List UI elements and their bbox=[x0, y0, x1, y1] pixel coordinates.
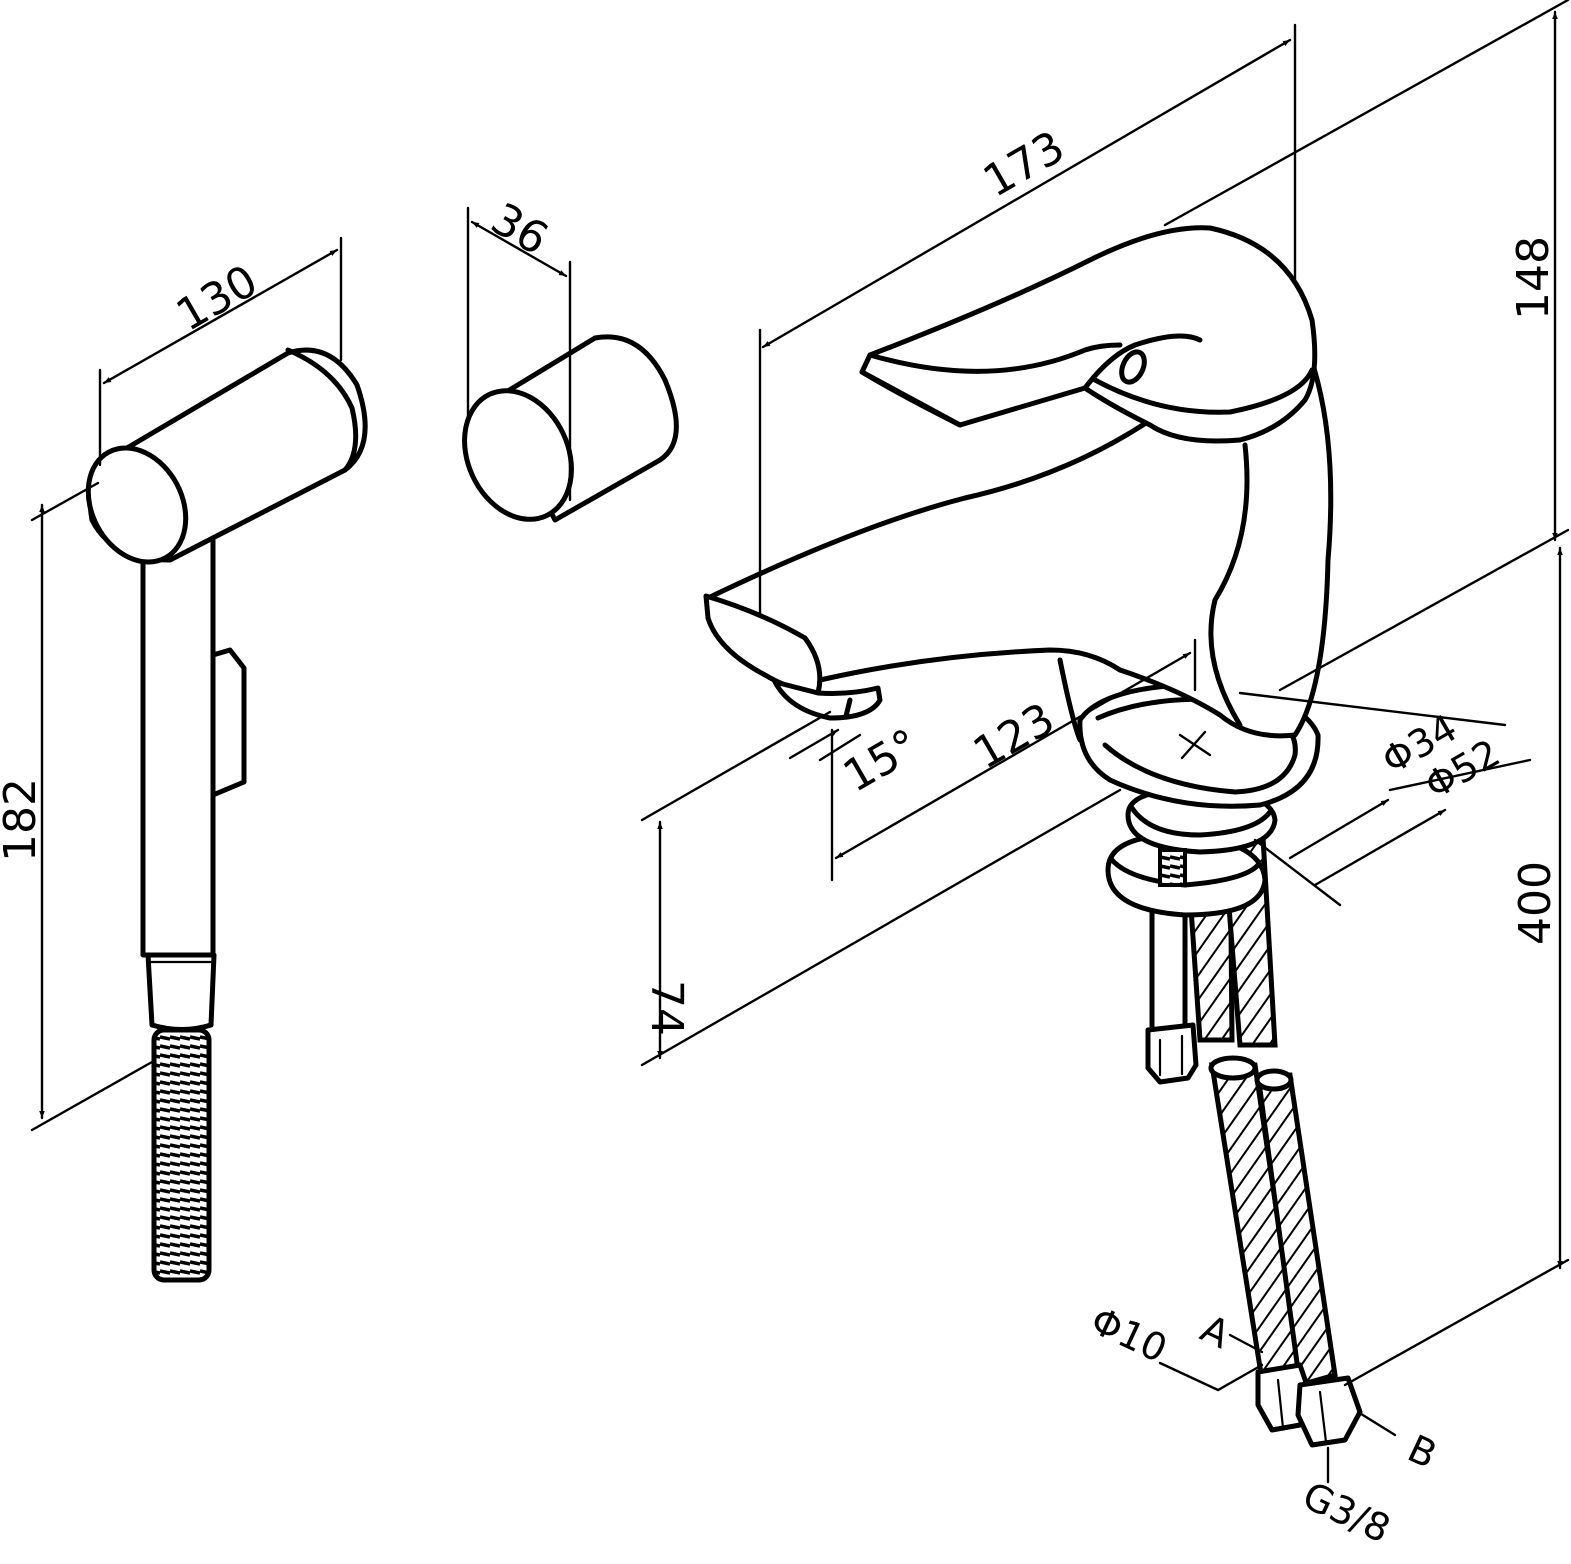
dim-400: 400 bbox=[1510, 861, 1561, 945]
dim-g38: G3/8 bbox=[1296, 1473, 1397, 1551]
mounting-hardware bbox=[1105, 787, 1278, 918]
dim-148: 148 bbox=[1508, 236, 1559, 320]
dimension-labels: 130 182 36 173 148 123 15° 74 Φ34 Φ52 40… bbox=[0, 121, 1561, 1551]
dim-36: 36 bbox=[483, 193, 557, 265]
dim-123: 123 bbox=[965, 693, 1063, 779]
wall-holder-face bbox=[462, 388, 574, 522]
dimension-lines bbox=[30, 0, 1570, 1484]
fitting-b bbox=[1295, 1375, 1363, 1448]
dim-74: 74 bbox=[641, 980, 692, 1036]
wall-holder bbox=[462, 334, 679, 523]
mounting-stud bbox=[1149, 897, 1188, 1033]
stud-nut bbox=[1145, 1022, 1199, 1085]
dim-182: 182 bbox=[0, 778, 46, 862]
label-a: A bbox=[1194, 1306, 1236, 1357]
hand-shower-thread bbox=[151, 1027, 212, 1283]
hand-shower-handle bbox=[140, 532, 216, 958]
hand-shower-button bbox=[210, 647, 247, 798]
indicator-dot bbox=[1119, 349, 1147, 385]
label-b: B bbox=[1401, 1426, 1443, 1477]
hand-shower-neck bbox=[145, 952, 217, 1032]
hand-shower bbox=[85, 347, 368, 1283]
dim-130: 130 bbox=[168, 255, 266, 341]
dim-phi10: Φ10 bbox=[1084, 1298, 1174, 1371]
hand-shower-face bbox=[85, 445, 189, 565]
dim-15deg: 15° bbox=[835, 719, 928, 802]
